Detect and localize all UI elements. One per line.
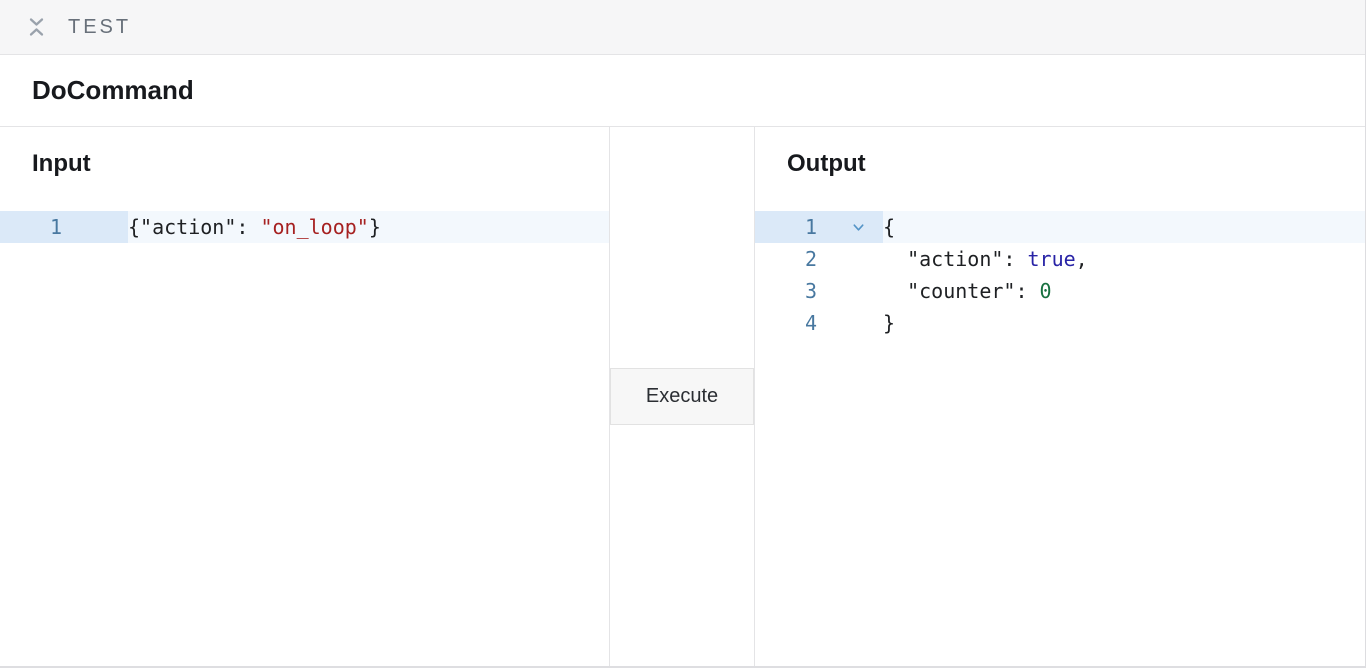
page-title: DoCommand	[32, 75, 194, 105]
input-heading: Input	[32, 150, 91, 177]
code-line: 1{	[755, 211, 1365, 243]
line-gutter: 4	[755, 307, 883, 339]
fold-gutter-spacer	[62, 211, 128, 243]
code-line: 4}	[755, 307, 1365, 339]
code-line: 3 "counter": 0	[755, 275, 1365, 307]
execute-column: Execute	[609, 127, 755, 666]
line-number: 4	[804, 311, 817, 335]
line-gutter: 3	[755, 275, 883, 307]
fold-chevron-icon[interactable]	[817, 211, 883, 243]
code-line: 1 {"action": "on_loop"}	[0, 211, 609, 243]
line-number: 1	[804, 215, 817, 239]
output-panel: Output 1{2 "action": true,3 "counter": 0…	[755, 127, 1365, 666]
fold-gutter-spacer	[817, 275, 883, 307]
main-area: Input 1 {"action": "on_loop"} Execute Out…	[0, 127, 1365, 666]
code-text: {"action": "on_loop"}	[128, 211, 609, 243]
line-gutter: 1	[0, 211, 128, 243]
code-text: "counter": 0	[883, 279, 1052, 303]
code-text: "action": true,	[883, 247, 1088, 271]
code-text: {	[883, 211, 1365, 243]
collapse-vertical-icon[interactable]	[27, 15, 46, 39]
line-number: 2	[804, 247, 817, 271]
test-label: TEST	[68, 15, 132, 38]
line-gutter: 1	[755, 211, 883, 243]
input-panel: Input 1 {"action": "on_loop"}	[0, 127, 609, 666]
command-title-row: DoCommand	[0, 55, 1365, 127]
code-text: }	[883, 311, 896, 335]
line-number: 3	[804, 279, 817, 303]
line-gutter: 2	[755, 243, 883, 275]
line-number: 1	[49, 215, 62, 239]
code-line: 2 "action": true,	[755, 243, 1365, 275]
input-code-editor[interactable]: 1 {"action": "on_loop"}	[0, 211, 609, 243]
fold-gutter-spacer	[817, 243, 883, 275]
execute-button[interactable]: Execute	[610, 368, 754, 425]
test-header-bar: TEST	[0, 0, 1365, 55]
output-heading: Output	[787, 150, 866, 177]
fold-gutter-spacer	[817, 307, 883, 339]
